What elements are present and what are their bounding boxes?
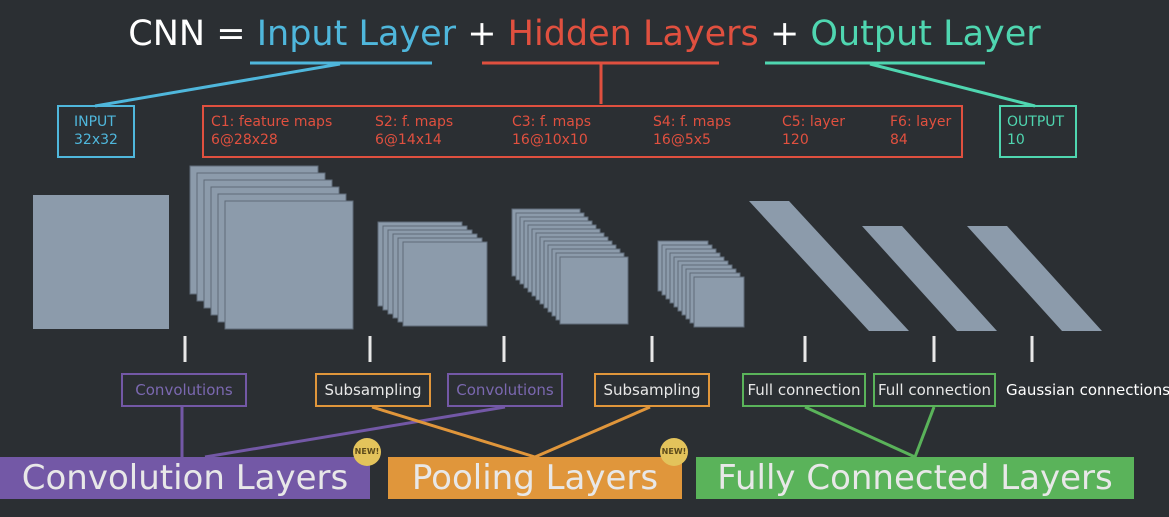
op-gaussian-connections: Gaussian connections xyxy=(1006,381,1169,399)
hidden-layer-s4: S4: f. maps 16@5x5 xyxy=(653,113,731,149)
op-convolutions-1: Convolutions xyxy=(121,373,247,407)
hidden-layer-size: 6@14x14 xyxy=(375,132,442,148)
output-box-name: OUTPUT xyxy=(1007,114,1065,130)
hidden-layer-c1: C1: feature maps 6@28x28 xyxy=(211,113,332,149)
input-box: INPUT 32x32 xyxy=(74,113,118,149)
title-plus-2: + xyxy=(769,14,800,54)
page-title: CNN = Input Layer + Hidden Layers + Outp… xyxy=(0,14,1169,54)
c5-layer-plate xyxy=(749,201,909,331)
hidden-layer-name: S4: f. maps xyxy=(653,114,732,130)
category-convolution-layers: Convolution Layers xyxy=(0,457,370,499)
feature-map-plates xyxy=(33,165,1102,331)
hidden-layer-c3: C3: f. maps 16@10x10 xyxy=(512,113,591,149)
s2-plate xyxy=(402,241,488,327)
hidden-layer-size: 84 xyxy=(890,132,908,148)
output-box: OUTPUT 10 xyxy=(1007,113,1064,149)
hidden-layer-size: 16@5x5 xyxy=(653,132,711,148)
output-connector xyxy=(869,62,1036,108)
output-layer-plate xyxy=(967,226,1102,331)
title-prefix: CNN = xyxy=(128,14,246,54)
hidden-layer-f6: F6: layer 84 xyxy=(890,113,951,149)
new-badge-icon: NEW! xyxy=(353,438,381,466)
hidden-layer-size: 120 xyxy=(782,132,809,148)
op-subsampling-2: Subsampling xyxy=(594,373,710,407)
f6-layer-plate xyxy=(862,226,997,331)
op-full-connection-2: Full connection xyxy=(873,373,996,407)
output-box-size: 10 xyxy=(1007,132,1025,148)
hidden-layer-size: 6@28x28 xyxy=(211,132,278,148)
hidden-layer-name: C3: f. maps xyxy=(512,114,592,130)
category-fully-connected-layers: Fully Connected Layers xyxy=(696,457,1134,499)
input-connector xyxy=(94,62,341,108)
layer-ticks xyxy=(183,336,1034,362)
hidden-layer-s2: S2: f. maps 6@14x14 xyxy=(375,113,453,149)
output-box-frame xyxy=(999,105,1077,158)
hidden-layer-name: S2: f. maps xyxy=(375,114,454,130)
op-convolutions-2: Convolutions xyxy=(447,373,563,407)
title-output: Output Layer xyxy=(810,14,1041,54)
title-input: Input Layer xyxy=(256,14,457,54)
hidden-box-frame xyxy=(202,105,963,158)
hidden-layer-name: C1: feature maps xyxy=(211,114,333,130)
op-full-connection-1: Full connection xyxy=(742,373,866,407)
input-plate xyxy=(33,195,169,329)
category-pooling-layers: Pooling Layers xyxy=(388,457,682,499)
new-badge-icon: NEW! xyxy=(660,438,688,466)
hidden-layer-c5: C5: layer 120 xyxy=(782,113,845,149)
s4-plate xyxy=(693,276,745,328)
s3-plate xyxy=(559,256,629,325)
input-box-size: 32x32 xyxy=(74,132,118,148)
title-plus-1: + xyxy=(467,14,497,54)
hidden-layer-size: 16@10x10 xyxy=(512,132,588,148)
op-subsampling-1: Subsampling xyxy=(315,373,431,407)
hidden-layer-name: F6: layer xyxy=(890,114,952,130)
c1-plate xyxy=(224,200,354,330)
input-box-frame xyxy=(57,105,135,158)
hidden-layer-name: C5: layer xyxy=(782,114,845,130)
title-hidden: Hidden Layers xyxy=(507,14,759,54)
input-box-name: INPUT xyxy=(74,114,116,130)
